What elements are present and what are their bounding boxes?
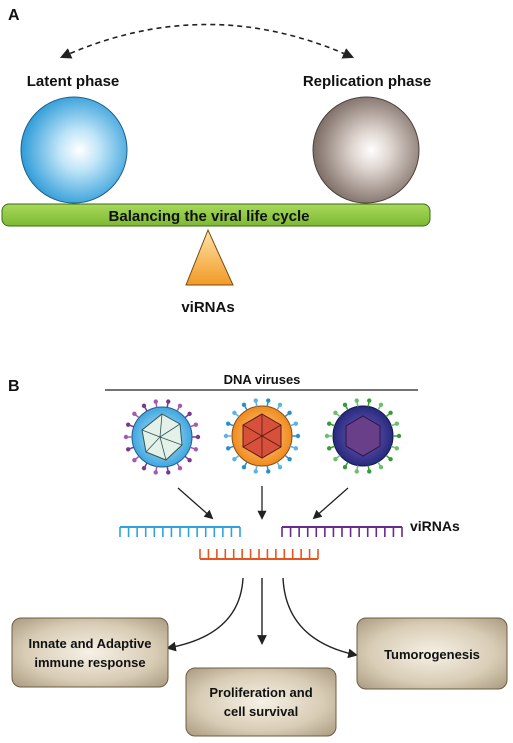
- virna-strand-purple: [281, 526, 403, 537]
- immune-response-box: [11, 617, 169, 688]
- arrow-to-immune: [166, 577, 244, 652]
- tumorogenesis-box: [356, 617, 508, 690]
- replication-phase-label: Replication phase: [303, 73, 431, 90]
- arrow-virus3: [312, 487, 349, 520]
- virus-spikes: [123, 398, 402, 475]
- balance-beam: [1, 203, 431, 227]
- proliferation-line1: Proliferation and: [209, 685, 312, 700]
- proliferation-line2: cell survival: [224, 704, 298, 719]
- latent-phase-sphere: [20, 96, 128, 204]
- panel-b-label: B: [8, 378, 20, 395]
- fulcrum-virnas-label: viRNAs: [181, 299, 234, 316]
- proliferation-box: [185, 667, 337, 737]
- replication-phase-sphere: [312, 96, 420, 204]
- virus-particle-3: [332, 405, 394, 467]
- tumorogenesis-label: Tumorogenesis: [384, 647, 480, 662]
- immune-response-line2: immune response: [34, 655, 145, 670]
- virna-strand-blue: [119, 526, 241, 537]
- panel-a-label: A: [8, 7, 20, 24]
- phase-switch-arrow: [59, 23, 355, 59]
- virnas-label: viRNAs: [410, 518, 460, 534]
- virus-particle-1: [131, 406, 193, 468]
- virna-fulcrum: [185, 228, 234, 286]
- immune-response-line1: Innate and Adaptive: [28, 636, 151, 651]
- virus-particle-2: [231, 405, 293, 467]
- latent-phase-label: Latent phase: [27, 73, 120, 90]
- virna-strand-orange: [199, 549, 319, 560]
- arrow-to-tumorogenesis: [282, 577, 358, 659]
- balance-beam-label: Balancing the viral life cycle: [109, 208, 310, 225]
- arrow-virus1: [177, 487, 214, 520]
- dna-viruses-label: DNA viruses: [224, 372, 301, 387]
